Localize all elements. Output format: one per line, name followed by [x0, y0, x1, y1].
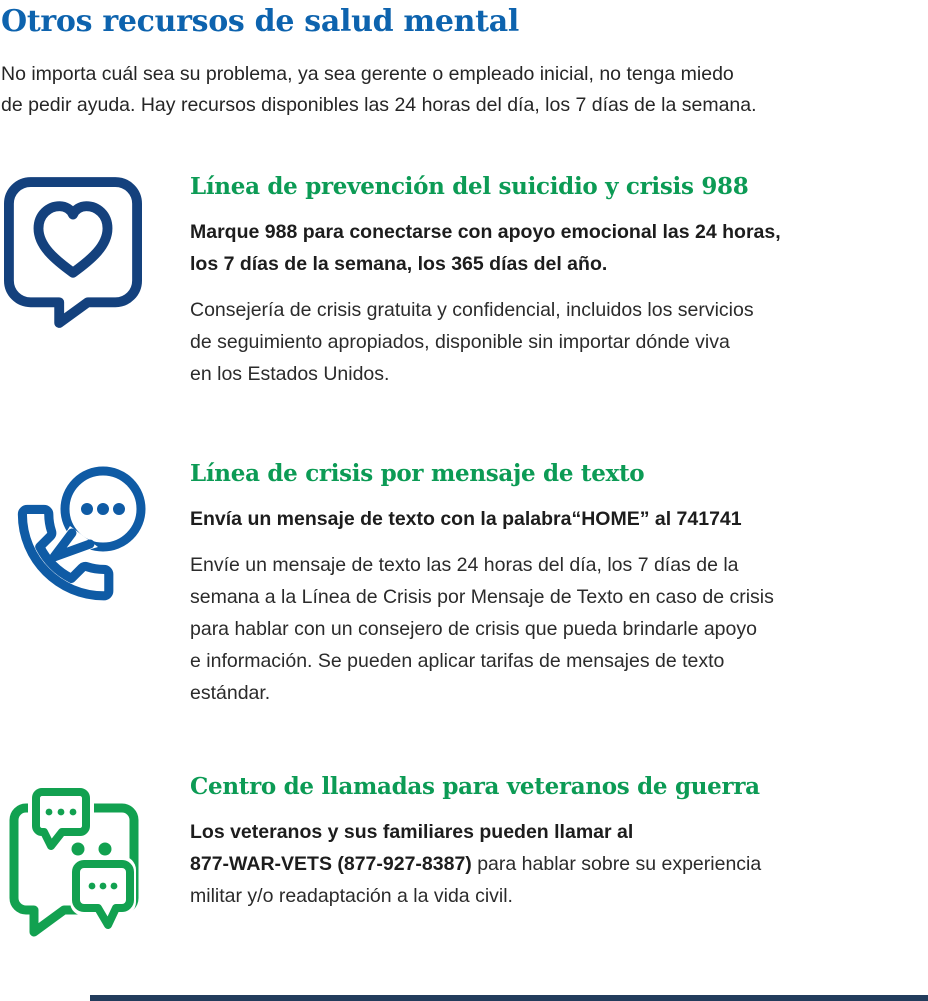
section-heading: Línea de crisis por mensaje de texto — [190, 460, 645, 487]
section-heading: Centro de llamadas para veteranos de gue… — [190, 773, 760, 800]
section-lead: Envía un mensaje de texto con la palabra… — [190, 508, 742, 530]
heart-in-speech-bubble-icon — [0, 173, 190, 328]
section-body: Envíe un mensaje de texto las 24 horas d… — [190, 554, 774, 704]
section-lead: Los veteranos y sus familiares pueden ll… — [190, 816, 904, 912]
intro-paragraph: No importa cuál sea su problema, ya sea … — [1, 63, 757, 116]
footer-band — [90, 995, 928, 1001]
veterans-phone-bold: Los veteranos y sus familiares pueden ll… — [190, 821, 634, 875]
veterans-lead-rest: para hablar sobre su experiencia militar… — [190, 853, 762, 907]
section-lead: Marque 988 para conectarse con apoyo emo… — [190, 221, 781, 275]
section-veterans-call-center: Centro de llamadas para veteranos de gue… — [0, 773, 928, 938]
phone-with-chat-bubble-icon — [0, 460, 190, 615]
section-body: Consejería de crisis gratuita y confiden… — [190, 299, 754, 385]
section-988-crisis-line: Línea de prevención del suicidio y crisi… — [0, 173, 928, 390]
section-heading: Línea de prevención del suicidio y crisi… — [190, 173, 749, 200]
page-title: Otros recursos de salud mental — [1, 4, 519, 39]
conversation-bubbles-icon — [0, 773, 190, 938]
section-crisis-text-line: Línea de crisis por mensaje de texto Env… — [0, 460, 928, 709]
